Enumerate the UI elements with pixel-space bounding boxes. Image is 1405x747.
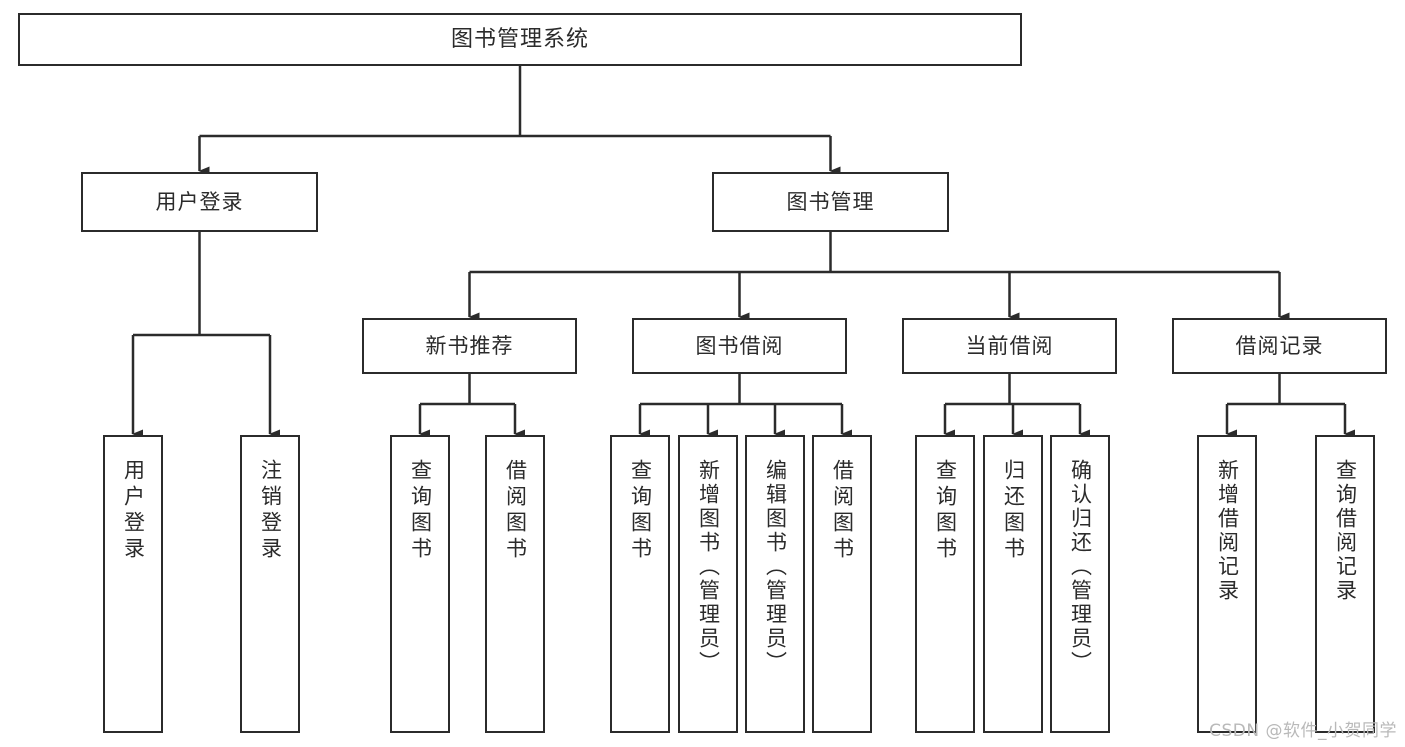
node-label: 注销登录	[258, 459, 283, 563]
node-label: 图书管理	[786, 189, 875, 214]
node-cb-confirm[interactable]: 确认归还（管理员）	[1050, 435, 1110, 733]
node-root[interactable]: 图书管理系统	[18, 13, 1022, 66]
watermark: CSDN @软件_小贺同学	[1209, 721, 1397, 741]
node-nb-borrow[interactable]: 借阅图书	[485, 435, 545, 733]
node-label: 用户登录	[155, 189, 244, 214]
node-login-out[interactable]: 注销登录	[240, 435, 300, 733]
connector-lines	[131, 66, 1355, 439]
node-bb-query[interactable]: 查询图书	[610, 435, 670, 733]
node-bb-borrow[interactable]: 借阅图书	[812, 435, 872, 733]
node-label: 新书推荐	[425, 333, 514, 358]
node-label: 用户登录	[121, 459, 146, 563]
node-user-login[interactable]: 用户登录	[81, 172, 318, 232]
node-label: 图书管理系统	[450, 26, 589, 52]
node-login-do[interactable]: 用户登录	[103, 435, 163, 733]
node-book-manage[interactable]: 图书管理	[712, 172, 949, 232]
node-label: 归还图书	[1001, 459, 1026, 563]
node-br-add[interactable]: 新增借阅记录	[1197, 435, 1257, 733]
node-label: 借阅图书	[503, 459, 528, 563]
node-current-borrow[interactable]: 当前借阅	[902, 318, 1117, 374]
node-label: 新增借阅记录	[1215, 459, 1240, 603]
node-label: 当前借阅	[965, 333, 1054, 358]
node-label: 查询图书	[628, 459, 653, 563]
node-label: 查询图书	[933, 459, 958, 563]
node-bb-edit[interactable]: 编辑图书（管理员）	[745, 435, 805, 733]
node-bb-add[interactable]: 新增图书（管理员）	[678, 435, 738, 733]
node-borrow-record[interactable]: 借阅记录	[1172, 318, 1387, 374]
node-label: 查询借阅记录	[1333, 459, 1358, 603]
node-label: 编辑图书（管理员）	[763, 459, 788, 675]
node-book-borrow[interactable]: 图书借阅	[632, 318, 847, 374]
node-new-book[interactable]: 新书推荐	[362, 318, 577, 374]
node-cb-query[interactable]: 查询图书	[915, 435, 975, 733]
node-label: 确认归还（管理员）	[1068, 459, 1093, 675]
node-label: 借阅图书	[830, 459, 855, 563]
node-label: 图书借阅	[695, 333, 784, 358]
node-nb-query[interactable]: 查询图书	[390, 435, 450, 733]
node-label: 新增图书（管理员）	[696, 459, 721, 675]
node-label: 借阅记录	[1235, 333, 1324, 358]
node-label: 查询图书	[408, 459, 433, 563]
node-br-query[interactable]: 查询借阅记录	[1315, 435, 1375, 733]
node-cb-return[interactable]: 归还图书	[983, 435, 1043, 733]
